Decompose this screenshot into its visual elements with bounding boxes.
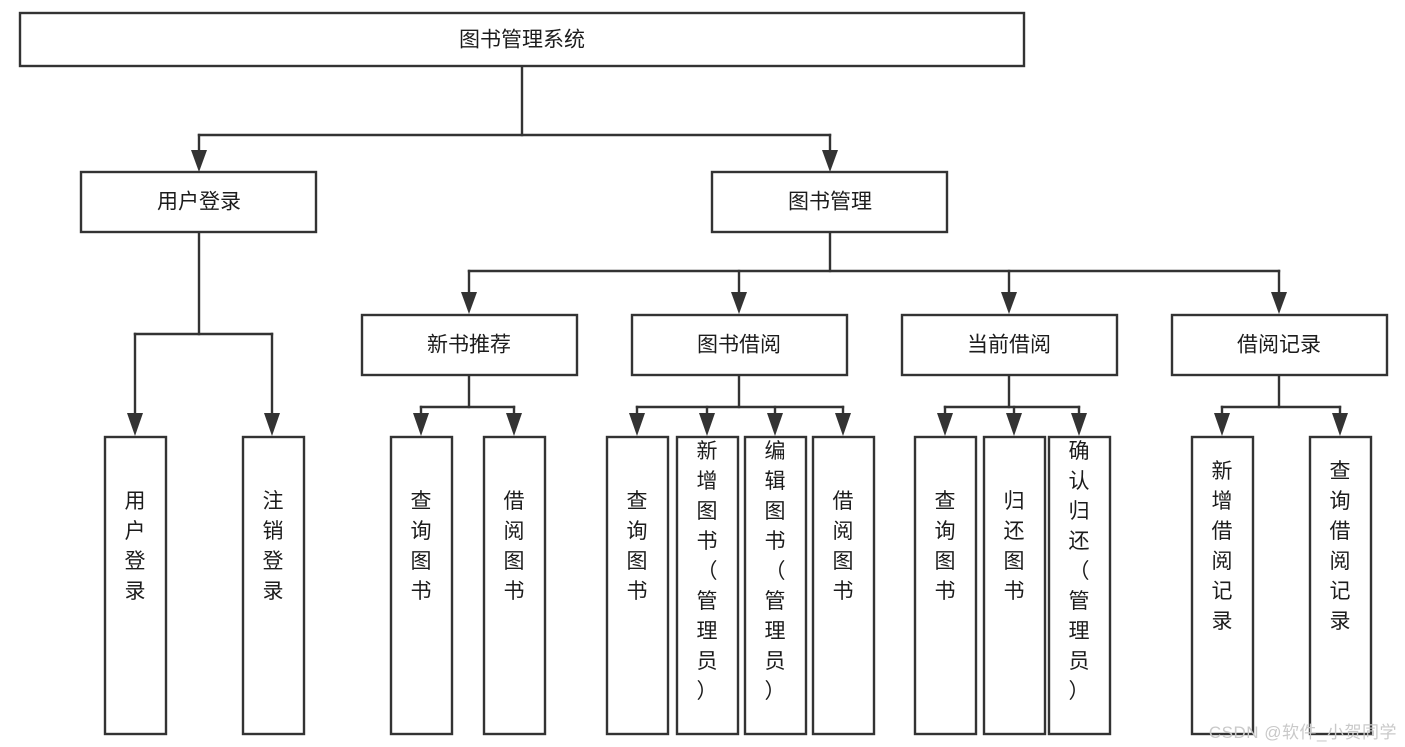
node-current-borrow-box[interactable] [900,313,1119,377]
leaf-label: 借阅图书 [504,490,525,603]
leaf-node[interactable]: 查询借阅记录 [1308,435,1373,736]
leaf-box[interactable] [743,435,808,736]
arrowhead-bookborrow-leaf2 [699,413,715,436]
leaf-node[interactable]: 编辑图书（管理员） [743,435,808,736]
node-new-book-recommend[interactable]: 新书推荐 [360,313,579,377]
node-user-login-label: 用户登录 [157,191,241,214]
node-book-management[interactable]: 图书管理 [710,170,949,234]
leaf-node[interactable]: 确认归还（管理员） [1047,435,1112,736]
leaf-label: 新增图书（管理员） [697,440,718,703]
node-book-borrow-box[interactable] [630,313,849,377]
arrowhead-leaf-logout [264,413,280,436]
leaf-box[interactable] [103,435,168,736]
node-root[interactable]: 图书管理系统 [18,11,1026,68]
arrowhead-borrow-record [1271,292,1287,314]
leaf-group-user-login: 用户登录 注销登录 [103,435,306,736]
leaf-label: 借阅图书 [833,490,854,603]
leaf-node[interactable]: 查询图书 [913,435,978,736]
arrowhead-newbook-leaf2 [506,413,522,436]
node-new-book-recommend-label: 新书推荐 [427,334,511,357]
node-book-management-box[interactable] [710,170,949,234]
leaf-label: 新增借阅记录 [1212,460,1233,633]
leaf-label: 确认归还（管理员） [1069,440,1090,703]
leaf-label: 查询借阅记录 [1330,460,1351,633]
node-book-borrow[interactable]: 图书借阅 [630,313,849,377]
leaf-node[interactable]: 查询图书 [605,435,670,736]
leaf-label: 查询图书 [627,490,648,603]
leaf-group-borrow-record: 新增借阅记录 查询借阅记录 [1190,435,1373,736]
arrowhead-currentborrow-leaf2 [1006,413,1022,436]
node-book-borrow-label: 图书借阅 [697,334,781,357]
leaf-node[interactable]: 归还图书 [982,435,1047,736]
leaf-box[interactable] [389,435,454,736]
arrowhead-bookborrow-leaf3 [767,413,783,436]
leaf-label: 查询图书 [411,490,432,603]
arrowhead-user-login [191,150,207,172]
node-user-login[interactable]: 用户登录 [79,170,318,234]
leaf-group-book-borrow: 查询图书 新增图书（管理员） 编辑图书（管理员） 借阅图书 [605,435,876,736]
node-root-label: 图书管理系统 [459,29,585,52]
connector-layer [127,64,1348,436]
leaf-label: 查询图书 [935,490,956,603]
leaf-box[interactable] [982,435,1047,736]
leaf-node[interactable]: 借阅图书 [482,435,547,736]
leaf-node[interactable]: 新增图书（管理员） [675,435,740,736]
node-current-borrow[interactable]: 当前借阅 [900,313,1119,377]
leaf-node[interactable]: 新增借阅记录 [1190,435,1255,736]
arrowhead-leaf-user-login [127,413,143,436]
leaf-box[interactable] [482,435,547,736]
node-user-login-box[interactable] [79,170,318,234]
leaf-label: 注销登录 [263,490,284,603]
leaf-box[interactable] [1308,435,1373,736]
arrowhead-borrowrecord-leaf1 [1214,413,1230,436]
leaf-box[interactable] [675,435,740,736]
node-new-book-recommend-box[interactable] [360,313,579,377]
node-borrow-record[interactable]: 借阅记录 [1170,313,1389,377]
arrowhead-new-book [461,292,477,314]
leaf-label: 编辑图书（管理员） [765,440,786,703]
arrowhead-newbook-leaf1 [413,413,429,436]
leaf-box[interactable] [241,435,306,736]
node-borrow-record-box[interactable] [1170,313,1389,377]
node-current-borrow-label: 当前借阅 [967,334,1051,357]
leaf-box[interactable] [1190,435,1255,736]
arrowhead-borrowrecord-leaf2 [1332,413,1348,436]
node-book-management-label: 图书管理 [788,191,872,214]
leaf-box[interactable] [913,435,978,736]
node-borrow-record-label: 借阅记录 [1237,334,1321,357]
leaf-group-current-borrow: 查询图书 归还图书 确认归还（管理员） [913,435,1112,736]
arrowhead-currentborrow-leaf1 [937,413,953,436]
leaf-box[interactable] [605,435,670,736]
arrowhead-bookborrow-leaf1 [629,413,645,436]
leaf-box[interactable] [1047,435,1112,736]
leaf-node[interactable]: 注销登录 [241,435,306,736]
leaf-node[interactable]: 查询图书 [389,435,454,736]
arrowhead-currentborrow-leaf3 [1071,413,1087,436]
leaf-label: 用户登录 [125,490,146,603]
leaf-group-new-book-recommend: 查询图书 借阅图书 [389,435,547,736]
arrowhead-book-mgmt [822,150,838,172]
arrowhead-current-borrow [1001,292,1017,314]
arrowhead-book-borrow [731,292,747,314]
leaf-box[interactable] [811,435,876,736]
arrowhead-bookborrow-leaf4 [835,413,851,436]
node-root-box[interactable] [18,11,1026,68]
leaf-label: 归还图书 [1004,490,1025,603]
leaf-node[interactable]: 借阅图书 [811,435,876,736]
leaf-node[interactable]: 用户登录 [103,435,168,736]
